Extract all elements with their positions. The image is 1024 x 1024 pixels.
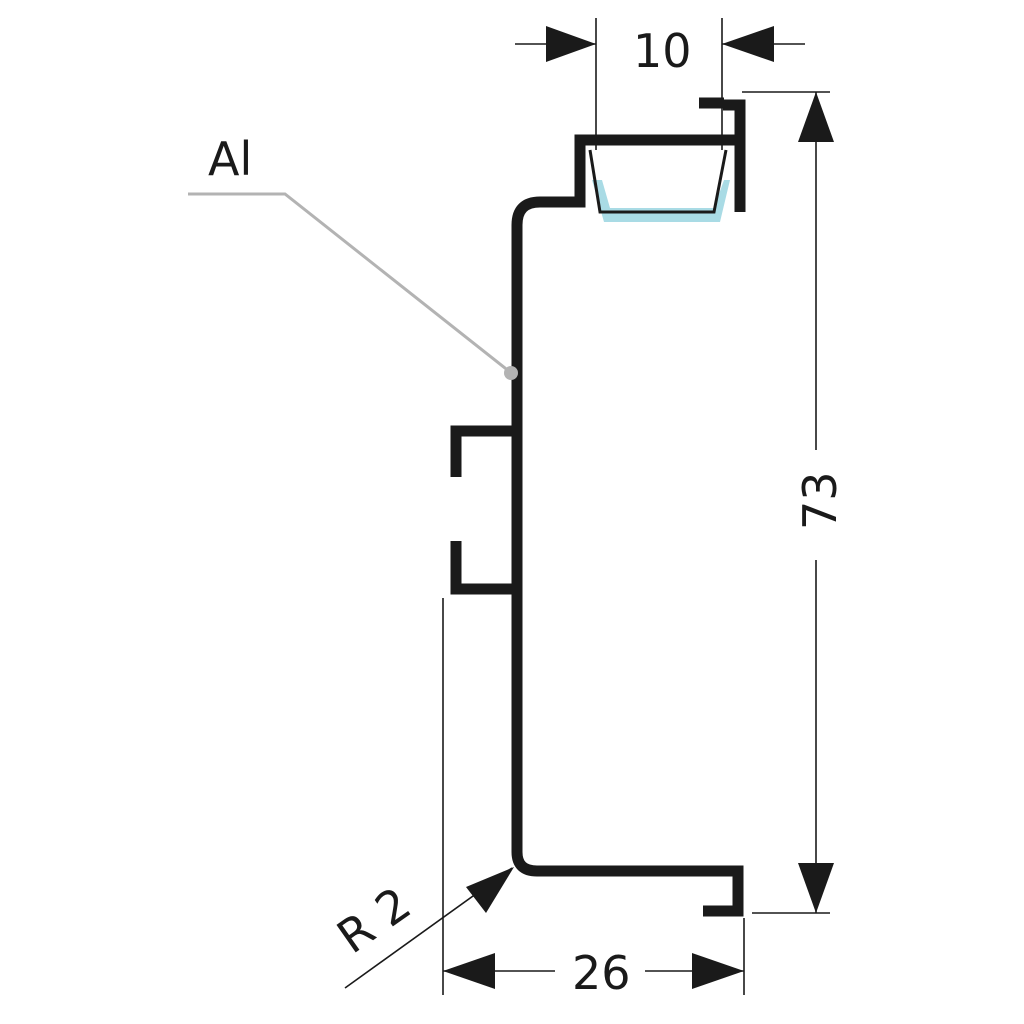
seal-insert — [588, 149, 730, 222]
material-leader-dot — [504, 366, 518, 380]
radius-arrow-icon — [466, 867, 514, 913]
dimension-bottom-width: 26 — [442, 598, 745, 1000]
material-leader-line — [188, 192, 511, 374]
radius-label: R 2 — [327, 876, 420, 964]
seal-body — [592, 180, 730, 222]
dimension-top-width: 10 — [515, 18, 805, 150]
arrow-left-icon — [722, 26, 774, 62]
profile-upper-clip — [450, 425, 517, 477]
dimension-label-bottom: 26 — [572, 946, 631, 1000]
profile-lower-clip — [450, 541, 517, 595]
dimension-height: 73 — [742, 91, 847, 914]
arrow-right-bottom-icon — [692, 953, 744, 989]
material-label: Al — [208, 132, 252, 186]
arrow-right-icon — [546, 26, 596, 62]
material-callout: Al — [188, 132, 518, 380]
arrow-left-bottom-icon — [443, 953, 495, 989]
profile-main-outline — [511, 99, 746, 917]
seal-edge — [588, 149, 728, 214]
dimension-label-height: 73 — [793, 471, 847, 530]
arrow-up-icon — [798, 92, 834, 142]
aluminium-profile — [450, 97, 746, 917]
dimension-label-top: 10 — [633, 24, 692, 78]
arrow-down-icon — [798, 863, 834, 913]
